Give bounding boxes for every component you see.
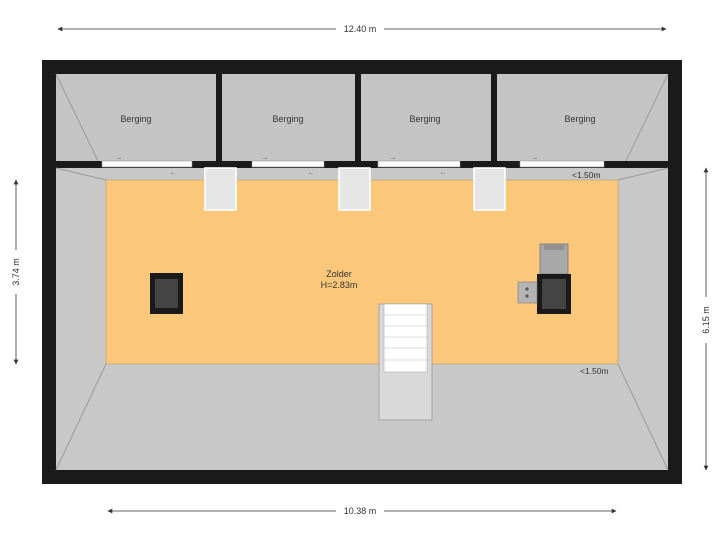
storage-label: Berging: [564, 114, 595, 124]
storage-room: [222, 74, 355, 161]
roof-line: [55, 167, 107, 181]
attic-height-label: H=2.83m: [321, 280, 358, 290]
staircase: [378, 303, 433, 421]
sliding-door: → ←: [251, 155, 325, 176]
roof-line: [55, 363, 107, 471]
washer-knob: [525, 294, 529, 298]
storage-room: [497, 73, 669, 162]
washer-knob: [525, 287, 529, 291]
storage-room: [361, 74, 491, 161]
svg-text:←: ←: [308, 170, 314, 176]
dimension-label-bg: [699, 297, 713, 343]
skylight: [204, 167, 237, 211]
storage-label: Berging: [120, 114, 151, 124]
low-height-note: <1.50m: [580, 366, 609, 376]
svg-text:→: →: [390, 155, 396, 161]
chimney-shaft-inner: [155, 279, 178, 308]
skylight: [473, 167, 506, 211]
svg-text:←: ←: [440, 170, 446, 176]
dimension-label-right: 6.15 m: [701, 306, 711, 334]
roof-line: [617, 363, 669, 471]
storage-label: Berging: [409, 114, 440, 124]
dimension-label-left: 3.74 m: [11, 258, 21, 286]
skylight: [338, 167, 371, 211]
appliance-unit-inner: [542, 279, 566, 309]
sliding-door: → ←: [101, 155, 193, 176]
storage-room: [55, 73, 216, 162]
dimension-label-bg: [9, 250, 23, 294]
svg-text:←: ←: [170, 170, 176, 176]
roof-line: [617, 167, 669, 181]
washer: [517, 281, 538, 304]
sliding-door: → ←: [377, 155, 461, 176]
dimension-label-bg: [336, 22, 384, 36]
svg-text:→: →: [116, 155, 122, 161]
attic-label: Zolder: [326, 269, 352, 279]
storage-label: Berging: [272, 114, 303, 124]
svg-text:→: →: [262, 155, 268, 161]
low-height-note: <1.50m: [572, 170, 601, 180]
boiler-top: [544, 244, 564, 250]
dimension-label-bottom: 10.38 m: [344, 506, 377, 516]
dimension-label-top: 12.40 m: [344, 24, 377, 34]
svg-text:→: →: [532, 155, 538, 161]
dimension-label-bg: [336, 504, 384, 518]
sliding-door: →: [519, 155, 605, 168]
